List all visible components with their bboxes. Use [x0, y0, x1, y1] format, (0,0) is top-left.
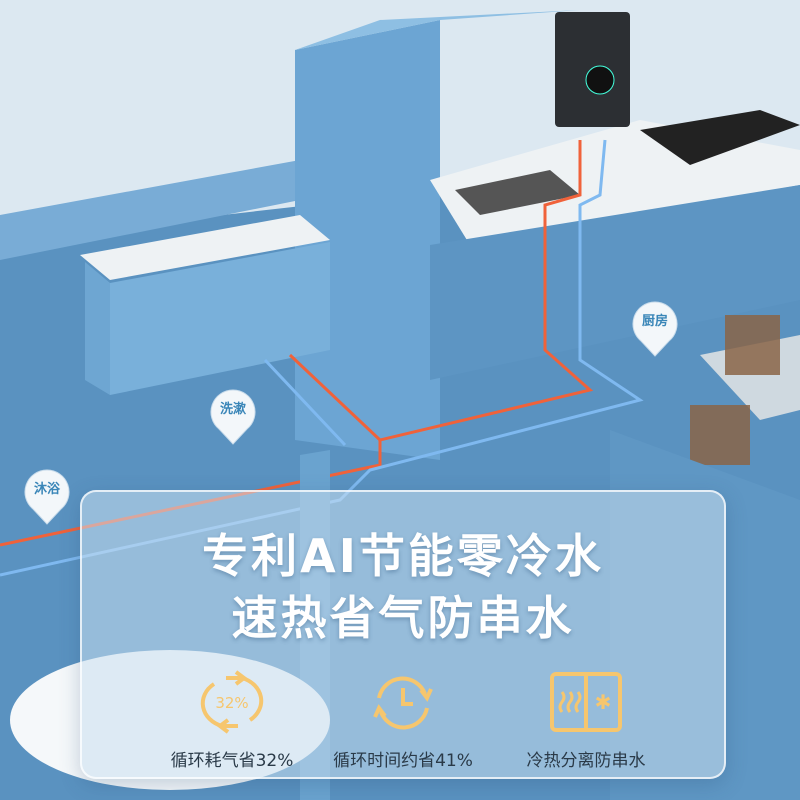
svg-text:✱: ✱: [595, 690, 612, 714]
partition-wall: [295, 20, 440, 460]
svg-text:32%: 32%: [215, 694, 248, 712]
headline-line-2: 速热省气防串水: [231, 591, 575, 645]
feature-time-saving: 循环时间约省41%: [303, 670, 503, 771]
map-pin-shower: 沐浴: [22, 468, 72, 525]
map-pin-kitchen: 厨房: [630, 300, 680, 357]
feature-gas-saving: 32% 循环耗气省32%: [132, 670, 332, 771]
hot-cold-split-icon: ✱: [550, 672, 622, 732]
location-pin-icon: [24, 469, 70, 525]
cycle-32-percent-icon: 32%: [200, 670, 264, 734]
headline-line-1: 专利AI节能零冷水: [202, 529, 604, 583]
feature-hot-cold-split: ✱ 冷热分离防串水: [486, 670, 686, 771]
feature-card: 专利AI节能零冷水 速热省气防串水 32% 循环耗气省32% 循环时间约省41%…: [80, 490, 726, 779]
clock-cycle-icon: [373, 676, 433, 730]
location-pin-icon: [632, 301, 678, 357]
map-pin-washing: 洗漱: [208, 388, 258, 445]
location-pin-icon: [210, 389, 256, 445]
